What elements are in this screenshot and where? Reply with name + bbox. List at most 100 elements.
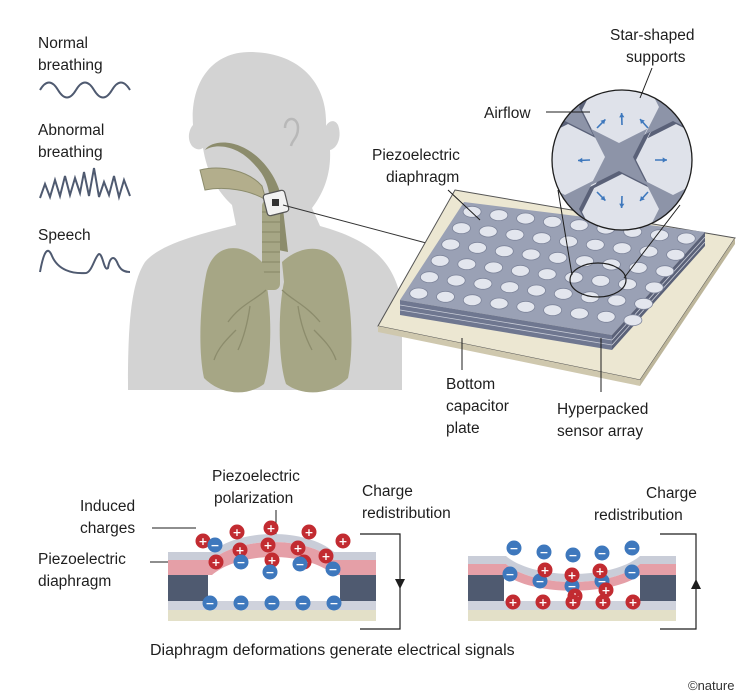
svg-text:+: + (263, 539, 272, 552)
piezo-diaphragm-left-label-1: Piezoelectric (38, 551, 126, 568)
sensor-cell (532, 232, 552, 245)
svg-text:+: + (266, 522, 275, 535)
positive-charge (625, 594, 641, 610)
sensor-array-block (399, 202, 706, 350)
positive-charge (301, 524, 317, 540)
svg-text:+: + (598, 596, 607, 609)
star-supports-label-2: supports (626, 49, 686, 66)
svg-text:+: + (601, 584, 610, 597)
positive-charge (318, 548, 334, 564)
sensor-cell (596, 310, 616, 323)
normal-breathing-label-1: Normal (38, 35, 88, 52)
positive-charge (335, 533, 351, 549)
sensor-cell (527, 284, 546, 297)
cross-section-down: −−−−−−−−−−++++++++++ (468, 533, 701, 630)
positive-charge (505, 594, 521, 610)
negative-charge (325, 561, 341, 577)
abnormal-breathing-label-1: Abnormal (38, 122, 104, 139)
cross-section-up: ++++++++++++−−−−−−−−−− (168, 520, 405, 630)
positive-charge (565, 594, 581, 610)
svg-text:−: − (509, 542, 518, 555)
negative-charge (506, 540, 522, 556)
sensor-cell (494, 245, 514, 258)
negative-charge (292, 556, 308, 572)
sensor-cell (543, 215, 562, 228)
charge-redistribution-1-label-1: Charge (362, 483, 413, 500)
positive-charge (564, 567, 580, 583)
svg-text:−: − (265, 566, 274, 579)
sensor-array-label-1: Hyperpacked (557, 401, 648, 418)
callout-line (282, 204, 431, 245)
svg-text:−: − (539, 546, 548, 559)
sensor-array-label-2: sensor array (557, 423, 643, 440)
sensor-cell (591, 274, 611, 287)
normal-breathing-wave (39, 81, 131, 99)
svg-text:−: − (597, 575, 606, 588)
positive-charge (537, 562, 553, 578)
charge-redistribution-2-label-1: Charge (646, 485, 697, 502)
svg-text:−: − (328, 563, 337, 576)
piezo-diaphragm-top-label-2: diaphragm (386, 169, 459, 186)
svg-text:+: + (198, 535, 207, 548)
sensor-cell (457, 258, 477, 271)
bronchi (213, 289, 337, 361)
svg-text:+: + (567, 569, 576, 582)
negative-charge (502, 566, 518, 582)
svg-text:+: + (267, 554, 276, 567)
left-lung (200, 248, 271, 393)
nature-credit: ©nature (688, 678, 734, 693)
sensor-cell (436, 290, 455, 303)
sensor-cell (634, 297, 653, 310)
svg-text:+: + (235, 544, 244, 557)
sensor-cell (489, 209, 509, 222)
speech-group: Speech (38, 227, 131, 275)
positive-charge (208, 554, 224, 570)
sensor-cell (500, 281, 520, 294)
zoom-ring (569, 262, 627, 298)
sensor-cell (473, 277, 493, 290)
negative-charge (233, 595, 249, 611)
negative-charge (295, 595, 311, 611)
svg-text:−: − (205, 597, 214, 610)
trachea-rings (262, 211, 280, 273)
svg-text:+: + (508, 596, 517, 609)
svg-text:−: − (568, 549, 577, 562)
svg-text:+: + (211, 556, 220, 569)
induced-charges-label-2: charges (80, 520, 135, 537)
airway (205, 142, 288, 252)
positive-charge (595, 594, 611, 610)
piezo-diaphragm-top-label-1: Piezoelectric (372, 147, 460, 164)
airflow-label: Airflow (484, 105, 531, 122)
svg-text:+: + (595, 565, 604, 578)
sensor-cell (441, 238, 461, 251)
sensor-cell (639, 245, 659, 258)
sensor-cell (451, 222, 471, 235)
negative-charge (594, 545, 610, 561)
star-support-highlight (590, 128, 648, 186)
positive-charge (263, 520, 279, 536)
positive-charge (535, 594, 551, 610)
speech-label: Speech (38, 227, 91, 244)
negative-charge (202, 595, 218, 611)
positive-charge (195, 533, 211, 549)
sensor-cell (484, 261, 504, 274)
sensor-cell (585, 238, 605, 251)
svg-text:+: + (304, 526, 313, 539)
charges-down: −−−−−−−−−−++++++++++ (502, 540, 641, 610)
svg-text:+: + (293, 542, 302, 555)
sensor-cell (564, 271, 584, 284)
piezo-polarization-label-1: Piezoelectric (212, 468, 300, 485)
abnormal-breathing-wave (39, 167, 131, 201)
negative-charge (624, 540, 640, 556)
positive-charge (260, 537, 276, 553)
charge-redistribution-1-label-2: redistribution (362, 505, 451, 522)
svg-text:+: + (538, 596, 547, 609)
piezo-polarization-label-2: polarization (214, 490, 293, 507)
sensor-cell (446, 274, 466, 287)
sensor-cell (430, 254, 450, 267)
svg-text:−: − (236, 597, 245, 610)
sensor-cell (409, 287, 429, 300)
svg-text:−: − (535, 575, 544, 588)
positive-charge (290, 540, 306, 556)
